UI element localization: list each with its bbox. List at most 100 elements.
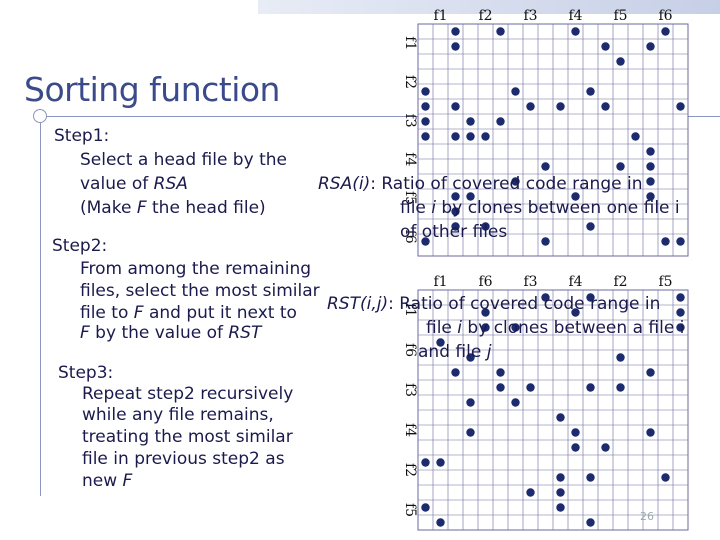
clone-dot <box>526 488 535 497</box>
clone-dot <box>601 42 610 51</box>
step2-heading: Step2: <box>52 236 108 256</box>
clone-dot <box>601 443 610 452</box>
clone-dot <box>676 293 685 302</box>
clone-dot <box>421 132 430 141</box>
column-label: f6 <box>478 274 492 290</box>
clone-dot <box>661 27 670 36</box>
clone-dot <box>676 237 685 246</box>
clone-dot <box>556 102 565 111</box>
clone-dot <box>451 207 460 216</box>
clone-dot <box>646 147 655 156</box>
step3-heading: Step3: <box>58 363 114 383</box>
column-label: f1 <box>433 274 447 290</box>
clone-dot <box>466 132 475 141</box>
clone-dot <box>421 87 430 96</box>
clone-dot <box>511 398 520 407</box>
clone-dot <box>511 87 520 96</box>
column-label: f4 <box>568 274 582 290</box>
clone-dot <box>571 443 580 452</box>
clone-dot <box>496 368 505 377</box>
clone-dot <box>496 117 505 126</box>
clone-dot <box>646 162 655 171</box>
clone-dot <box>481 308 490 317</box>
rsa-definition-line2: file i by clones between one file i <box>400 198 680 218</box>
slide-title: Sorting function <box>24 70 280 109</box>
clone-dot <box>616 57 625 66</box>
clone-dot <box>601 102 610 111</box>
clone-dot <box>466 117 475 126</box>
clone-dot <box>541 293 550 302</box>
clone-dot <box>511 323 520 332</box>
clone-dot <box>436 458 445 467</box>
clone-dot <box>571 308 580 317</box>
row-label: f2 <box>402 75 418 89</box>
row-label: f3 <box>402 114 418 128</box>
page-number: 26 <box>640 510 654 523</box>
column-label: f5 <box>613 8 627 24</box>
clone-dot <box>421 102 430 111</box>
rule-ring-ornament <box>33 109 47 123</box>
clone-dot <box>571 27 580 36</box>
clone-dot <box>646 428 655 437</box>
clone-dot <box>466 353 475 362</box>
clone-dot <box>586 473 595 482</box>
column-label: f2 <box>613 274 627 290</box>
step2-line3: file to F and put it next to <box>80 303 297 323</box>
clone-dot <box>451 192 460 201</box>
column-label: f4 <box>568 8 582 24</box>
clone-dot <box>586 518 595 527</box>
row-label: f5 <box>402 191 418 205</box>
column-label: f6 <box>658 8 672 24</box>
rsa-definition-line3: of other files <box>400 222 508 242</box>
clone-dot <box>451 42 460 51</box>
clone-dot <box>586 87 595 96</box>
title-divider <box>40 116 720 117</box>
row-label: f5 <box>402 503 418 517</box>
clone-dot <box>436 518 445 527</box>
step2-line4: F by the value of RST <box>80 323 262 343</box>
clone-dot <box>496 27 505 36</box>
clone-dot <box>481 222 490 231</box>
step3-line2: while any file remains, <box>82 405 274 425</box>
clone-dot <box>646 177 655 186</box>
clone-dot <box>526 383 535 392</box>
clone-dot <box>556 488 565 497</box>
clone-dot <box>451 222 460 231</box>
clone-dot <box>421 237 430 246</box>
clone-dot <box>661 237 670 246</box>
clone-dot <box>481 323 490 332</box>
step3-line4: file in previous step2 as <box>82 449 285 469</box>
column-label: f3 <box>523 274 537 290</box>
clone-dot <box>616 383 625 392</box>
column-label: f3 <box>523 8 537 24</box>
clone-dot <box>646 192 655 201</box>
clone-dot <box>556 473 565 482</box>
clone-dot <box>676 308 685 317</box>
clone-dot <box>676 102 685 111</box>
clone-dot <box>466 192 475 201</box>
clone-dot <box>586 293 595 302</box>
clone-dot <box>421 117 430 126</box>
step1-line3: (Make F the head file) <box>80 198 266 218</box>
clone-dot <box>496 383 505 392</box>
clone-dot <box>556 503 565 512</box>
clone-dot <box>481 132 490 141</box>
step2-line1: From among the remaining <box>80 259 312 279</box>
row-label: f1 <box>402 303 418 317</box>
clone-dot <box>526 102 535 111</box>
row-label: f2 <box>402 463 418 477</box>
clone-dot <box>436 338 445 347</box>
step3-line1: Repeat step2 recursively <box>82 384 294 404</box>
clone-dot <box>676 323 685 332</box>
clone-dot <box>631 132 640 141</box>
row-label: f4 <box>402 423 418 437</box>
clone-dot <box>451 102 460 111</box>
step3-line5: new F <box>82 471 133 491</box>
clone-dot <box>421 458 430 467</box>
clone-dot <box>451 27 460 36</box>
column-label: f5 <box>658 274 672 290</box>
clone-dot <box>421 503 430 512</box>
